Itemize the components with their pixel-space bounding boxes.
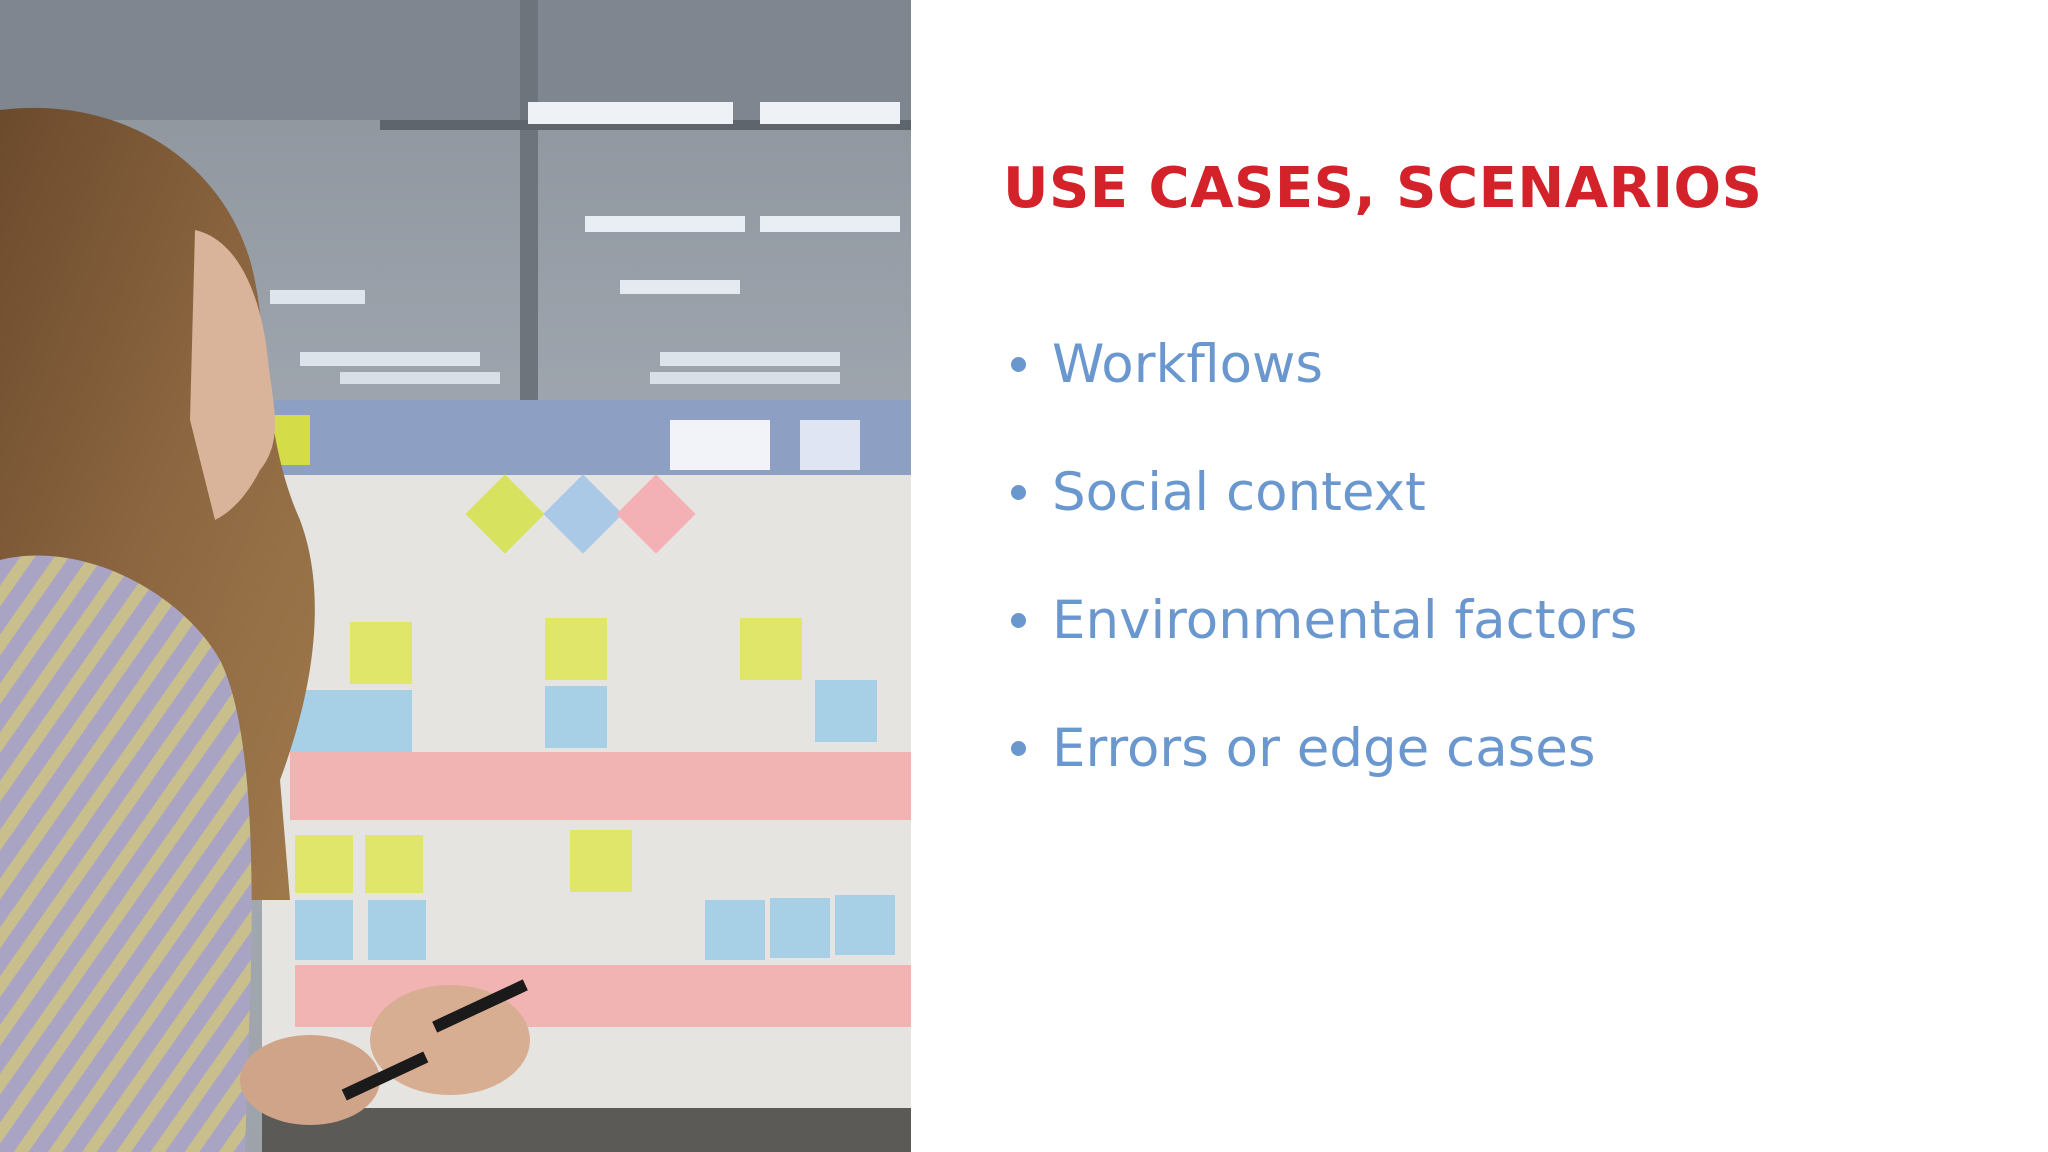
slide-content: USE CASES, SCENARIOS Workflows Social co…: [1003, 0, 2003, 1152]
sticky-note-board-photo: [0, 0, 911, 1152]
bullet-dot-icon: [1011, 740, 1026, 756]
bullet-item-errors-edge-cases: Errors or edge cases: [1003, 684, 1637, 812]
bullet-label: Errors or edge cases: [1052, 717, 1596, 779]
bullet-label: Workflows: [1052, 333, 1323, 395]
bullet-list: Workflows Social context Environmental f…: [1003, 300, 1637, 812]
bullet-item-environmental-factors: Environmental factors: [1003, 556, 1637, 684]
bullet-label: Environmental factors: [1052, 589, 1638, 651]
bullet-dot-icon: [1011, 612, 1026, 628]
bullet-dot-icon: [1011, 484, 1026, 500]
slide-title: USE CASES, SCENARIOS: [1003, 156, 1763, 221]
bullet-item-workflows: Workflows: [1003, 300, 1637, 428]
bullet-label: Social context: [1052, 461, 1426, 523]
bullet-dot-icon: [1011, 356, 1026, 372]
bullet-item-social-context: Social context: [1003, 428, 1637, 556]
